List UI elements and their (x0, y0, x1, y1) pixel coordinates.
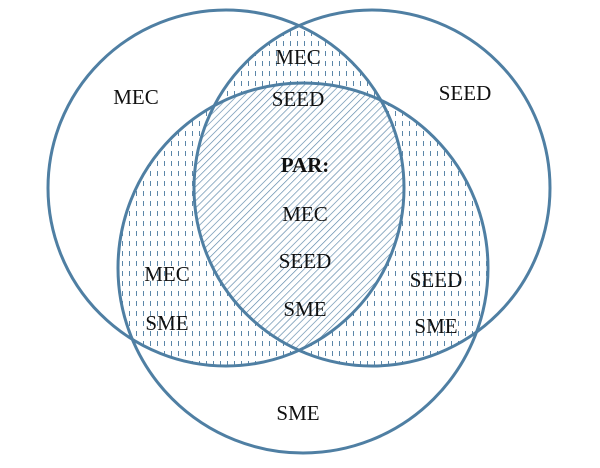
label-all-line3: SME (283, 297, 326, 321)
circle-sme (116, 81, 490, 455)
label-seed-only: SEED (439, 81, 492, 105)
label-seed-sme-line2: SME (414, 314, 457, 338)
circle-mec (46, 8, 406, 368)
label-seed-sme-line1: SEED (410, 268, 463, 292)
circle-seed (192, 8, 552, 368)
label-mec-sme-line2: SME (145, 311, 188, 335)
label-sme-only: SME (276, 401, 319, 425)
label-all-line2: SEED (279, 249, 332, 273)
label-mec-seed-line2: SEED (272, 87, 325, 111)
label-mec-only: MEC (113, 85, 159, 109)
label-mec-sme-line1: MEC (144, 262, 190, 286)
label-mec-seed-line1: MEC (275, 45, 321, 69)
label-all-heading: PAR: (281, 153, 330, 177)
label-all-line1: MEC (282, 202, 328, 226)
